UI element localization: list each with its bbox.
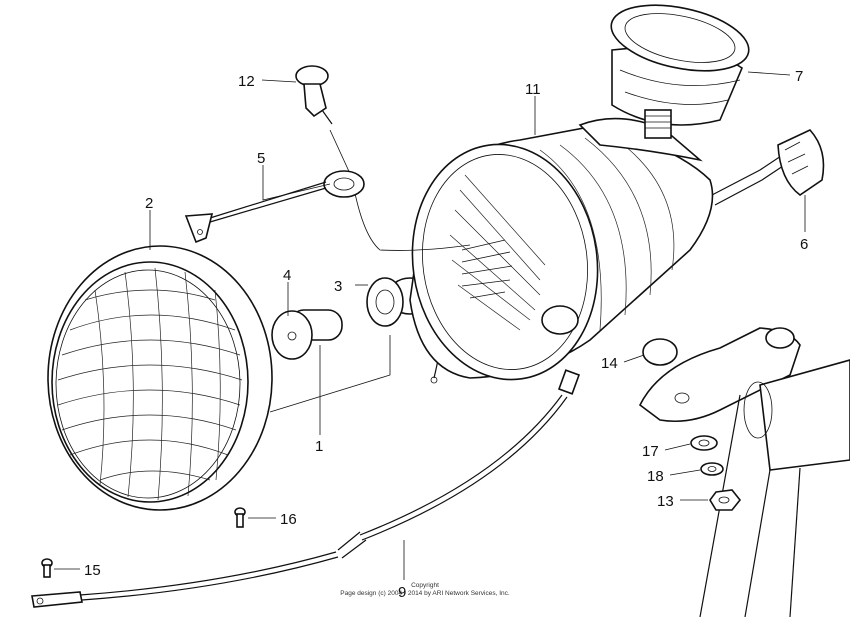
pilot-lamp xyxy=(295,65,471,251)
callout-14: 14 xyxy=(601,355,618,372)
callout-labels: 12 5 2 4 3 11 7 6 1 14 17 18 13 16 15 9 xyxy=(84,68,808,601)
copyright-line-2: Page design (c) 2004 - 2014 by ARI Netwo… xyxy=(340,590,510,597)
screw-16 xyxy=(234,507,246,528)
callout-3: 3 xyxy=(334,278,342,295)
grommet xyxy=(642,338,678,366)
callout-11: 11 xyxy=(525,81,541,98)
copyright-line-1: Copyright xyxy=(411,582,439,589)
callout-5: 5 xyxy=(257,150,265,167)
callout-6: 6 xyxy=(800,236,808,253)
pilot-lamp-socket xyxy=(184,170,365,244)
headlight-lens-rim xyxy=(47,245,273,511)
callout-4: 4 xyxy=(283,267,291,284)
leader-lines xyxy=(54,71,806,580)
callout-16: 16 xyxy=(280,511,297,528)
callout-1: 1 xyxy=(315,438,323,455)
callout-9: 9 xyxy=(398,584,406,601)
washer-17 xyxy=(690,435,718,451)
nut-13 xyxy=(709,489,742,511)
mounting-bracket xyxy=(638,327,850,617)
harness-connector xyxy=(777,129,825,196)
callout-12: 12 xyxy=(238,73,255,90)
callout-15: 15 xyxy=(84,562,101,579)
callout-7: 7 xyxy=(795,68,803,85)
callout-2: 2 xyxy=(145,195,153,212)
screw-15 xyxy=(41,558,53,578)
speedometer xyxy=(610,4,750,139)
callout-18: 18 xyxy=(647,468,664,485)
copyright-notice: Copyright Page design (c) 2004 - 2014 by… xyxy=(340,582,510,597)
callout-17: 17 xyxy=(642,443,659,460)
headlight-case xyxy=(409,117,793,381)
speedometer-cable xyxy=(31,369,581,608)
washer-18 xyxy=(700,462,724,476)
bulb xyxy=(271,309,343,360)
callout-13: 13 xyxy=(657,493,674,510)
